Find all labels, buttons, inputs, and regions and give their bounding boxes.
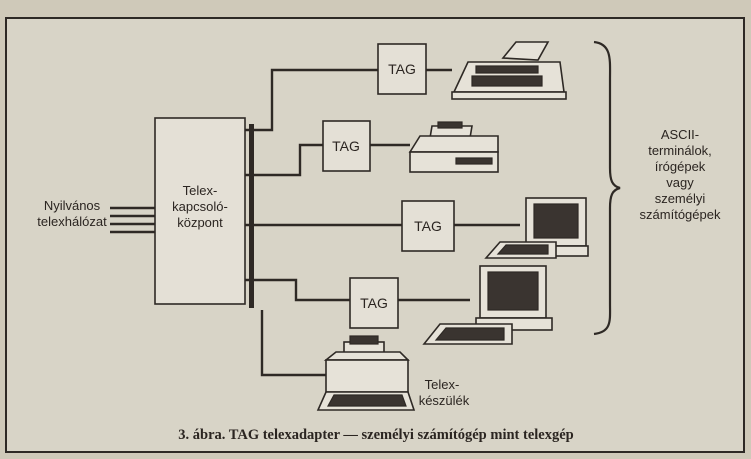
svg-text:TAG: TAG xyxy=(360,295,388,311)
terminals-label-line-2: terminálok, xyxy=(648,143,712,158)
network-label-line-1: Nyilvános xyxy=(44,198,101,213)
terminals-label-line-4: vagy xyxy=(666,175,694,190)
typewriter-icon xyxy=(451,41,567,100)
telex-exchange: Telex- kapcsoló- központ xyxy=(154,117,254,308)
telex-machine-icon xyxy=(316,335,416,411)
terminals-label-line-6: számítógépek xyxy=(640,207,721,222)
terminals-bracket xyxy=(593,40,621,336)
terminals-label-line-5: személyi xyxy=(655,191,706,206)
svg-text:TAG: TAG xyxy=(388,61,416,77)
terminals-label: ASCII- terminálok, írógépek vagy személy… xyxy=(640,127,721,222)
terminals-label-line-1: ASCII- xyxy=(661,127,699,142)
network-label-line-2: telexhálózat xyxy=(37,214,107,229)
connection-lines xyxy=(110,68,520,377)
telex-device-label-line-1: Telex- xyxy=(425,377,460,392)
terminals-label-line-3: írógépek xyxy=(655,159,706,174)
tag-adapter: TAG xyxy=(401,200,455,252)
telex-device-label-line-2: készülék xyxy=(419,393,470,408)
tag-adapter: TAG xyxy=(377,43,427,95)
personal-computer-icon xyxy=(422,265,553,345)
telex-device-label: Telex- készülék xyxy=(419,377,470,408)
exchange-label-line-2: kapcsoló- xyxy=(172,199,228,214)
svg-text:TAG: TAG xyxy=(414,218,442,234)
tag-adapter: TAG xyxy=(322,120,371,172)
exchange-label-line-3: központ xyxy=(177,215,223,230)
personal-computer-icon xyxy=(484,197,589,259)
public-network-label: Nyilvános telexhálózat xyxy=(37,198,107,229)
exchange-label-line-1: Telex- xyxy=(183,183,218,198)
printer-icon xyxy=(408,121,499,173)
tag-adapter: TAG xyxy=(349,277,399,329)
figure-caption: 3. ábra. TAG telexadapter — személyi szá… xyxy=(178,427,573,443)
svg-text:TAG: TAG xyxy=(332,138,360,154)
